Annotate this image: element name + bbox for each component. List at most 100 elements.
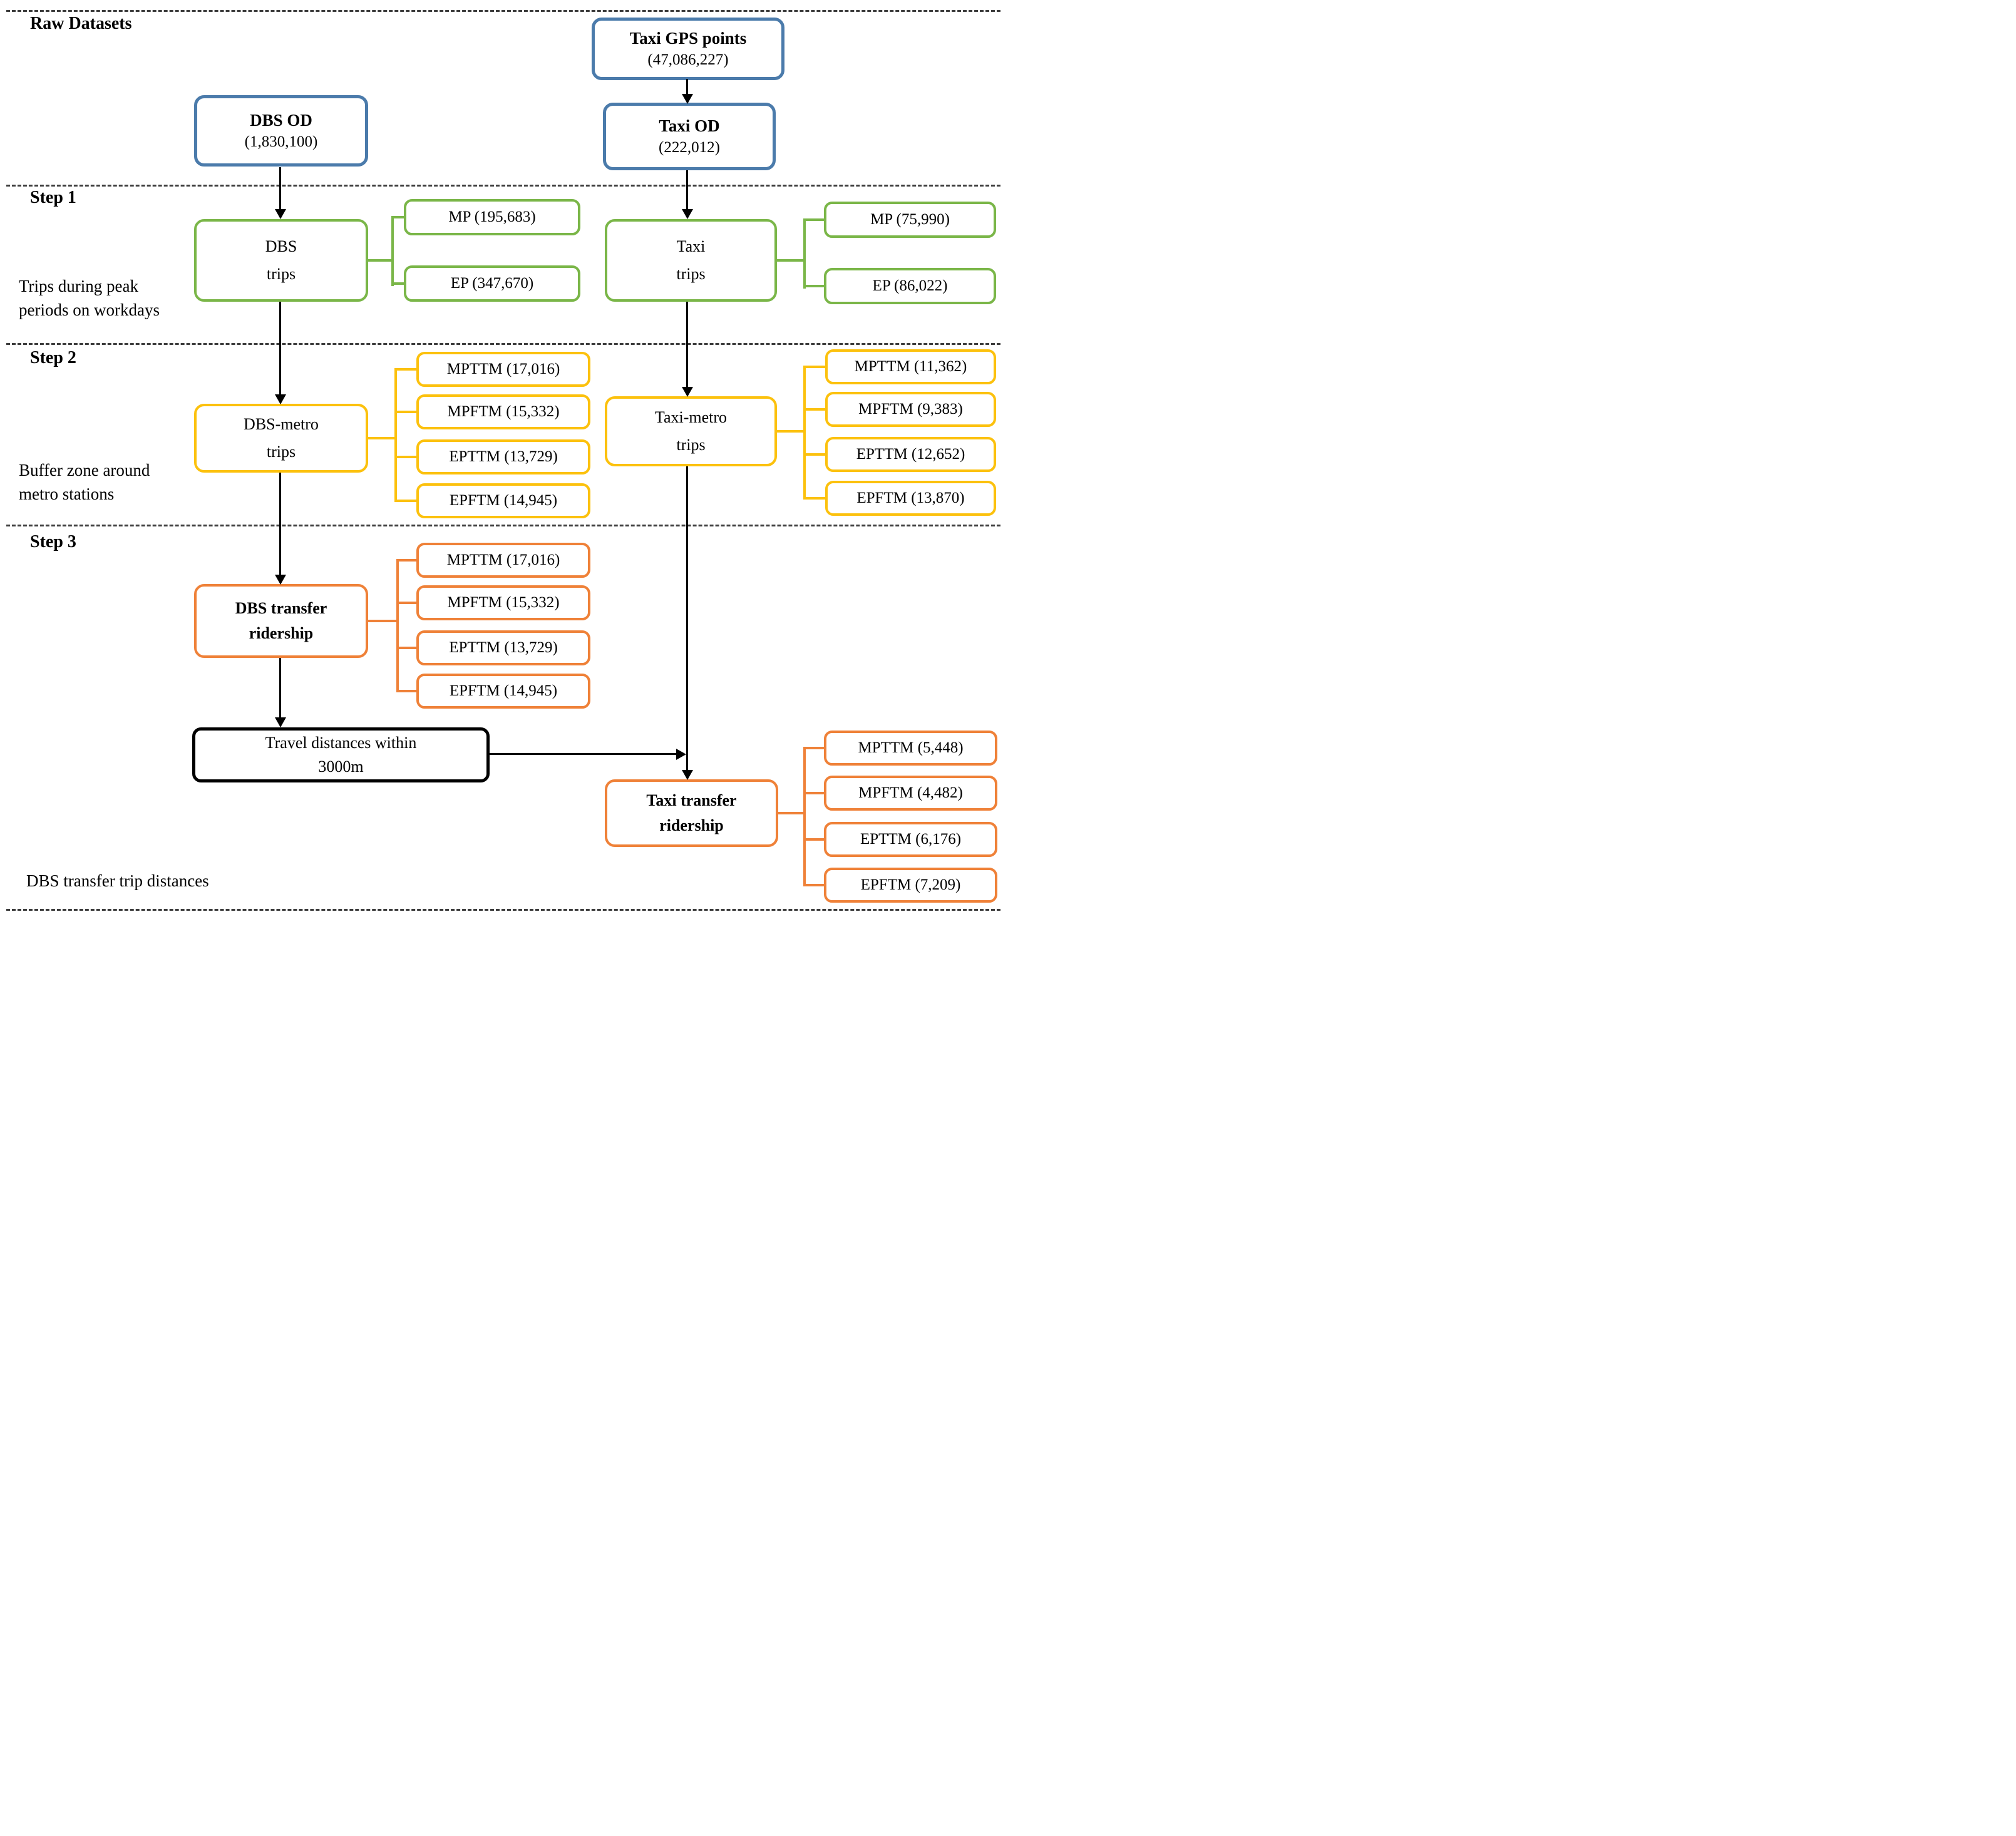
note-step1-line2: periods on workdays	[19, 300, 160, 319]
arrow-dbsod-to-dbstrips-head	[275, 209, 286, 219]
leaf-taxi-transfer-mpttm: MPTTM (5,448)	[824, 731, 997, 766]
leaf-dbs-transfer-epttm: EPTTM (13,729)	[416, 630, 590, 665]
connector-yellow-right-stub1	[803, 366, 825, 368]
node-dbs-transfer-line1: DBS transfer	[235, 599, 327, 617]
connector-yellow-left-main	[368, 437, 397, 439]
node-taxi-trips: Taxi trips	[605, 219, 777, 302]
node-dbs-transfer-ridership: DBS transfer ridership	[194, 584, 368, 658]
leaf-taxi-ep: EP (86,022)	[824, 268, 996, 304]
divider-raw-step1	[6, 185, 1000, 187]
leaf-taxi-metro-mpttm: MPTTM (11,362)	[825, 349, 996, 384]
node-travel-distances-line2: 3000m	[318, 757, 364, 776]
connector-orange-left-vert	[396, 559, 399, 692]
node-travel-distances: Travel distances within 3000m	[192, 727, 490, 782]
connector-green-left-stub2	[391, 282, 405, 285]
connector-green-right-main	[777, 259, 805, 262]
node-dbs-metro-line2: trips	[266, 443, 296, 461]
note-step1-line1: Trips during peak	[19, 277, 139, 295]
section-label-step3: Step 3	[30, 532, 76, 551]
leaf-taxi-metro-mpftm: MPFTM (9,383)	[825, 392, 996, 427]
node-taxi-od-value: (222,012)	[659, 139, 720, 156]
node-taxi-metro-line1: Taxi-metro	[654, 408, 728, 426]
node-taxi-trips-line2: trips	[676, 265, 706, 283]
node-taxi-metro-trips: Taxi-metro trips	[605, 396, 777, 466]
node-dbs-metro-trips: DBS-metro trips	[194, 404, 368, 473]
node-taxi-gps-points-title: Taxi GPS points	[629, 29, 747, 48]
note-step2-line1: Buffer zone around	[19, 461, 150, 480]
section-label-raw-datasets: Raw Datasets	[30, 14, 132, 33]
connector-yellow-right-stub2	[803, 408, 825, 411]
node-dbs-trips: DBS trips	[194, 219, 368, 302]
note-step1: Trips during peak periods on workdays	[19, 274, 160, 322]
node-dbs-od-title: DBS OD	[250, 111, 312, 130]
arrow-dbsmetro-to-dbstransfer-line	[279, 473, 281, 575]
leaf-taxi-transfer-epftm: EPFTM (7,209)	[824, 868, 997, 903]
arrow-travel-to-junction-head	[676, 749, 686, 760]
connector-yellow-right-stub3	[803, 453, 825, 456]
connector-yellow-left-stub4	[394, 500, 416, 502]
connector-yellow-right-main	[777, 430, 806, 433]
connector-orange-right-main	[778, 812, 806, 814]
connector-orange-right-stub2	[803, 792, 824, 794]
connector-yellow-left-stub2	[394, 411, 416, 413]
connector-orange-right-vert	[803, 747, 806, 886]
flowchart-canvas: Raw Datasets Step 1 Step 2 Step 3 Trips …	[0, 0, 1008, 918]
leaf-taxi-metro-epftm: EPFTM (13,870)	[825, 481, 996, 516]
arrow-taximetro-to-taxitransfer-line	[686, 466, 688, 770]
note-step2-line2: metro stations	[19, 485, 115, 503]
arrow-dbstrips-to-dbsmetro-line	[279, 302, 281, 394]
connector-yellow-left-stub3	[394, 456, 416, 458]
connector-orange-left-stub4	[396, 690, 416, 692]
connector-yellow-left-vert	[394, 368, 397, 502]
leaf-taxi-transfer-epttm: EPTTM (6,176)	[824, 822, 997, 857]
arrow-taxiod-to-taxitrips-head	[682, 209, 693, 219]
connector-orange-left-stub3	[396, 647, 416, 649]
arrow-taximetro-to-taxitransfer-head	[682, 770, 693, 780]
node-taxi-transfer-ridership: Taxi transfer ridership	[605, 779, 778, 847]
node-dbs-trips-line2: trips	[266, 265, 296, 283]
connector-orange-left-stub1	[396, 559, 416, 562]
arrow-dbstransfer-to-travel-head	[275, 717, 286, 727]
leaf-taxi-metro-epttm: EPTTM (12,652)	[825, 437, 996, 472]
node-travel-distances-line1: Travel distances within	[265, 734, 417, 752]
leaf-dbs-mp: MP (195,683)	[404, 199, 580, 235]
leaf-dbs-metro-mpftm: MPFTM (15,332)	[416, 394, 590, 429]
divider-bottom	[6, 909, 1000, 911]
node-taxi-gps-points: Taxi GPS points (47,086,227)	[592, 18, 784, 80]
connector-orange-right-stub3	[803, 838, 824, 841]
leaf-dbs-transfer-epftm: EPFTM (14,945)	[416, 674, 590, 709]
connector-orange-left-main	[368, 620, 399, 622]
connector-green-left-main	[368, 259, 394, 262]
leaf-taxi-mp: MP (75,990)	[824, 202, 996, 238]
node-dbs-od: DBS OD (1,830,100)	[194, 95, 368, 167]
arrow-dbsmetro-to-dbstransfer-head	[275, 575, 286, 585]
arrow-dbstransfer-to-travel-line	[279, 658, 281, 717]
connector-yellow-right-stub4	[803, 497, 825, 500]
node-taxi-gps-points-value: (47,086,227)	[647, 51, 729, 68]
node-taxi-transfer-line1: Taxi transfer	[646, 791, 737, 809]
connector-orange-left-stub2	[396, 602, 416, 604]
leaf-dbs-metro-mpttm: MPTTM (17,016)	[416, 352, 590, 387]
node-taxi-transfer-line2: ridership	[659, 816, 724, 834]
connector-yellow-right-vert	[803, 366, 806, 500]
connector-green-right-vert	[803, 218, 806, 289]
node-taxi-od-title: Taxi OD	[659, 116, 720, 135]
arrow-dbsod-to-dbstrips-line	[279, 167, 281, 209]
arrow-taxigps-to-taxiod-line	[686, 79, 688, 94]
note-bottom: DBS transfer trip distances	[26, 871, 209, 890]
connector-orange-right-stub1	[803, 747, 824, 749]
connector-yellow-left-stub1	[394, 368, 416, 371]
divider-step2-step3	[6, 525, 1000, 526]
leaf-dbs-ep: EP (347,670)	[404, 265, 580, 302]
section-label-step1: Step 1	[30, 188, 76, 207]
connector-orange-right-stub4	[803, 884, 824, 886]
arrow-taxitrips-to-taximetro-line	[686, 302, 688, 387]
node-dbs-trips-line1: DBS	[265, 237, 297, 255]
arrow-dbstrips-to-dbsmetro-head	[275, 394, 286, 404]
node-dbs-transfer-line2: ridership	[249, 624, 314, 642]
connector-green-right-stub2	[803, 285, 824, 287]
note-step2: Buffer zone around metro stations	[19, 458, 150, 506]
node-dbs-od-value: (1,830,100)	[244, 133, 318, 150]
leaf-dbs-metro-epftm: EPFTM (14,945)	[416, 483, 590, 518]
arrow-taxitrips-to-taximetro-head	[682, 387, 693, 397]
